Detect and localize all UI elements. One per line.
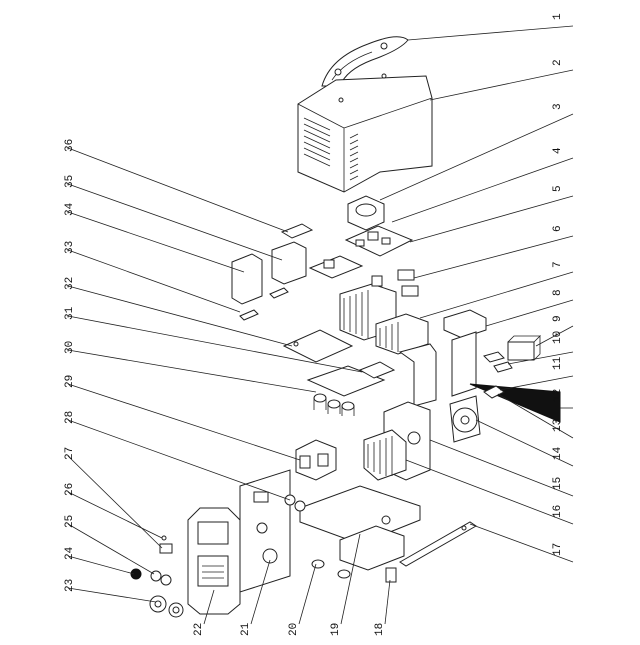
callouts-bottom: 18 19 20 21 22 xyxy=(193,622,386,636)
part-knob xyxy=(130,568,142,580)
callout-25: 25 xyxy=(64,515,76,528)
part-small-plate xyxy=(358,361,396,379)
part-front-inner-panel xyxy=(239,469,291,593)
callout-29: 29 xyxy=(64,375,76,388)
vent-slots-left xyxy=(303,117,331,167)
part-pcb-upper xyxy=(344,225,414,257)
callout-33: 33 xyxy=(64,241,76,254)
callout-10: 10 xyxy=(552,331,564,344)
part-front-frame xyxy=(187,507,241,615)
callout-23: 23 xyxy=(64,579,76,592)
callout-3: 3 xyxy=(552,103,564,110)
leader-lines xyxy=(67,25,574,625)
callout-8: 8 xyxy=(552,289,564,296)
part-transformer xyxy=(295,439,337,481)
callout-26: 26 xyxy=(64,483,76,496)
part-side-bracket xyxy=(231,253,289,321)
callout-9: 9 xyxy=(552,315,564,322)
callouts-left: 23 24 25 26 27 28 29 30 31 32 33 34 35 3… xyxy=(64,139,76,592)
callout-13: 13 xyxy=(552,419,564,432)
part-control-board xyxy=(271,223,383,287)
part-base-plate xyxy=(299,485,421,571)
callout-32: 32 xyxy=(64,277,76,290)
part-terminals xyxy=(397,269,419,297)
callout-5: 5 xyxy=(552,185,564,192)
part-capacitor-board xyxy=(306,365,386,416)
callout-30: 30 xyxy=(64,341,76,354)
callout-2: 2 xyxy=(552,59,564,66)
part-knob-2 xyxy=(150,570,172,586)
callout-35: 35 xyxy=(64,175,76,188)
part-top-cover xyxy=(297,73,433,193)
part-bracket xyxy=(398,309,487,407)
part-feet xyxy=(311,559,351,579)
part-rear-panel xyxy=(363,401,431,481)
part-handle xyxy=(321,36,409,87)
callout-4: 4 xyxy=(552,147,564,154)
part-coil xyxy=(347,195,385,231)
part-washer xyxy=(161,535,167,541)
callout-28: 28 xyxy=(64,411,76,424)
callouts-right: 1 2 3 4 5 6 7 8 9 10 11 12 13 14 15 16 1… xyxy=(552,13,564,556)
callout-34: 34 xyxy=(64,202,76,216)
part-bar xyxy=(399,521,477,567)
callout-24: 24 xyxy=(64,546,76,560)
callout-12: 12 xyxy=(552,389,564,402)
callout-17: 17 xyxy=(552,543,564,556)
callout-15: 15 xyxy=(552,477,564,490)
part-fan xyxy=(449,395,481,443)
callout-6: 6 xyxy=(552,225,564,232)
callout-20: 20 xyxy=(288,623,300,636)
part-connectors xyxy=(149,595,184,618)
callout-31: 31 xyxy=(64,306,76,320)
part-cable-shaded xyxy=(469,383,561,423)
callout-22: 22 xyxy=(193,623,205,636)
part-heatsink xyxy=(339,283,429,355)
callout-19: 19 xyxy=(330,623,342,636)
part-main-pcb xyxy=(282,329,354,363)
callout-11: 11 xyxy=(552,356,564,370)
part-label-plate xyxy=(159,543,173,554)
callout-18: 18 xyxy=(374,623,386,636)
callout-7: 7 xyxy=(552,261,564,268)
vent-slots-right xyxy=(349,133,359,181)
part-clip xyxy=(385,567,397,583)
callout-21: 21 xyxy=(240,622,252,636)
callout-36: 36 xyxy=(64,139,76,152)
part-relay xyxy=(507,335,541,361)
callout-27: 27 xyxy=(64,447,76,460)
part-small-brackets xyxy=(483,351,513,373)
callout-16: 16 xyxy=(552,505,564,518)
callout-1: 1 xyxy=(552,13,564,20)
callout-14: 14 xyxy=(552,446,564,460)
